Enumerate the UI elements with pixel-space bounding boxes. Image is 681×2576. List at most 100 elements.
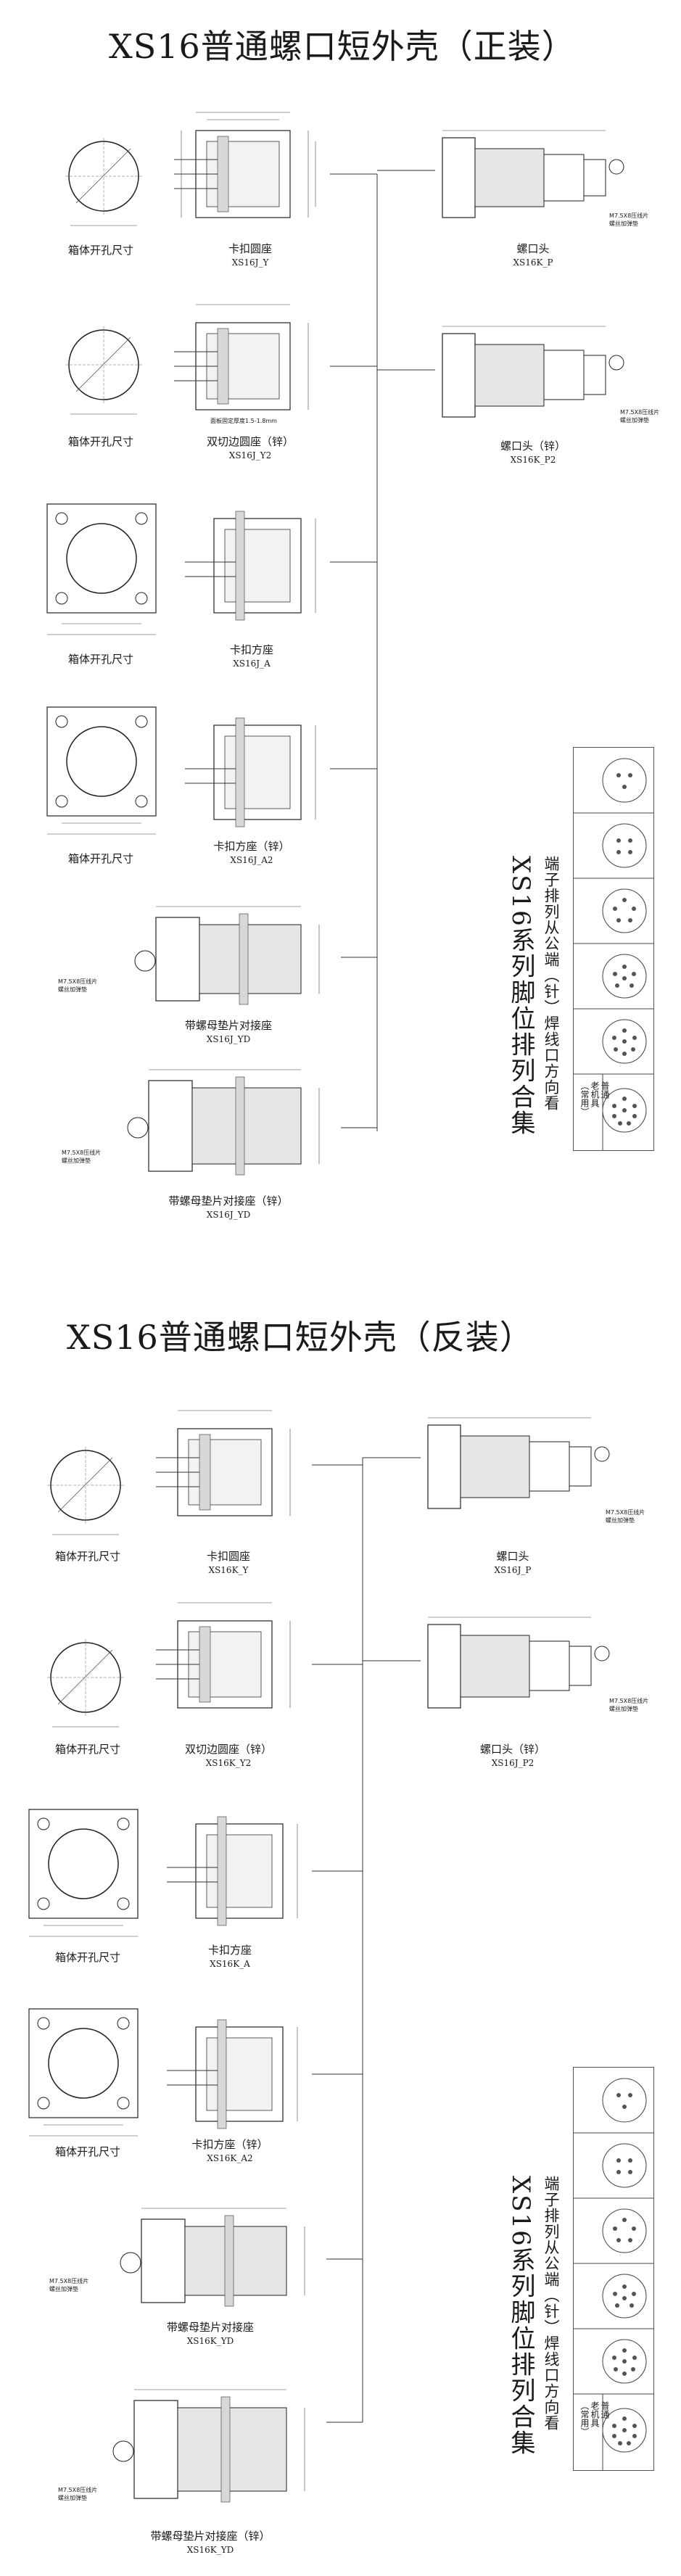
item-code: XS16J_A [233,659,271,669]
cutout-label: 箱体开孔尺寸 [67,852,133,865]
cutout-label: 箱体开孔尺寸 [67,435,133,448]
item-name: 带螺母垫片对接座（锌） [168,1194,289,1208]
item-caption: 带螺母垫片对接座（锌） XS16J_YD [167,1194,290,1222]
square-socket-drawing [167,1816,298,1926]
clamp-note: M7.5X8压线片 螺丝加弹垫 [606,1509,645,1524]
side-subtitle: 端子排列从公端（针）焊线口方向看 [542,856,560,1111]
item-caption: 卡扣方座 XS16J_A [190,643,313,671]
clamp-note: M7.5X8压线片 螺丝加弹垫 [49,2278,89,2292]
square-cutout-diagram [28,2008,139,2137]
plug-code: XS16K_P [513,257,553,268]
clamp-note: M7.5X8压线片 螺丝加弹垫 [609,212,649,227]
plug-code: XS16J_P [494,1565,532,1575]
plug-drawing [442,326,624,418]
item-caption: 带螺母垫片对接座（锌） XS16K_YD [149,2530,272,2557]
double-flat-socket-drawing [156,1602,291,1709]
plug-drawing [427,1617,610,1709]
section-title: XS16普通螺口短外壳（正装） [109,27,576,66]
pin-layout-icons [574,758,653,1150]
plug-drawing [427,1417,610,1509]
cutout-label: 箱体开孔尺寸 [54,1743,120,1756]
panel-cutout-diagram [47,1447,125,1535]
item-code: XS16J_A2 [230,855,273,865]
clamp-note: M7.5X8压线片 螺丝加弹垫 [58,2487,98,2501]
square-socket-drawing [167,2019,298,2129]
plug-name: 螺口头 [496,1550,529,1563]
item-caption: 卡扣方座（锌） XS16K_A2 [168,2138,292,2166]
item-code: XS16J_Y2 [228,450,272,461]
item-name: 卡扣圆座 [206,1550,250,1563]
item-name: 卡扣方座 [207,1944,252,1957]
connector-lines [330,170,435,1131]
side-title: XS16系列脚位排列合集 [506,856,535,1136]
connector-lines [312,1457,421,2423]
cutout-label: 箱体开孔尺寸 [67,653,133,666]
plug-name: 螺口头（锌） [479,1743,545,1756]
clamp-note: M7.5X8压线片 螺丝加弹垫 [58,978,98,993]
square-cutout-diagram [28,1809,139,1937]
clamp-note: M7.5X8压线片 螺丝加弹垫 [62,1149,102,1164]
pin-layout-strip: 普通 老机具 （常用） [573,747,654,1151]
item-name: 带螺母垫片对接座 [166,2321,254,2334]
plug-name: 螺口头 [516,242,550,255]
side-subtitle: 端子排列从公端（针）焊线口方向看 [542,2176,560,2431]
item-caption: 卡扣方座（锌） XS16J_A2 [190,840,313,867]
cutout-label: 箱体开孔尺寸 [54,1951,120,1964]
item-caption: 卡扣圆座 XS16K_Y [167,1550,290,1577]
plug-drawing [442,130,624,218]
clamp-note: M7.5X8压线片 螺丝加弹垫 [609,1698,649,1712]
pin-legend: 普通 老机具 （常用） [579,1081,610,1116]
plug-caption: 螺口头 XS16K_P [471,242,595,270]
plug-code: XS16K_P2 [510,455,556,465]
cutout-label: 箱体开孔尺寸 [54,2145,120,2158]
item-code: XS16J_YD [206,1210,251,1220]
item-code: XS16K_YD [186,2336,234,2346]
plug-code: XS16J_P2 [491,1758,535,1768]
square-socket-drawing [185,511,316,621]
pin-legend: 普通 老机具 （常用） [579,2401,610,2436]
section-title: XS16普通螺口短外壳（反装） [67,1318,534,1357]
cutout-label: 箱体开孔尺寸 [54,1550,120,1563]
square-cutout-diagram [46,706,157,835]
item-code: XS16K_Y2 [205,1758,252,1768]
nut-mount-socket-drawing [134,906,320,1005]
nut-mount-socket-drawing [120,2208,305,2307]
double-flat-socket-drawing [174,304,309,410]
panel-thickness-note: 面板固定厚度1.5-1.8mm [210,418,277,424]
item-caption: 双切边圆座（锌） XS16J_Y2 [189,435,312,463]
item-name: 带螺母垫片对接座 [184,1019,272,1032]
item-code: XS16K_A [210,1959,250,1969]
nut-mount-socket-drawing [127,1069,320,1176]
item-code: XS16K_YD [186,2545,234,2555]
item-code: XS16K_A2 [207,2153,253,2163]
nut-mount-socket-drawing [112,2389,305,2503]
panel-cutout-diagram [65,138,143,226]
plug-name: 螺口头（锌） [500,439,566,453]
item-name: 卡扣圆座 [228,242,272,255]
round-socket-drawing [156,1410,291,1516]
square-cutout-diagram [46,503,157,635]
plug-caption: 螺口头（锌） XS16J_P2 [451,1743,574,1770]
pin-layout-icons [574,2078,653,2470]
item-code: XS16K_Y [208,1565,249,1575]
item-caption: 卡扣圆座 XS16J_Y [189,242,312,270]
square-socket-drawing [185,717,316,827]
item-caption: 卡扣方座 XS16K_A [168,1944,292,1971]
item-code: XS16J_YD [206,1034,251,1044]
clamp-note: M7.5X8压线片 螺丝加弹垫 [620,409,660,424]
plug-caption: 螺口头 XS16J_P [451,1550,574,1577]
panel-cutout-diagram [65,326,143,415]
item-code: XS16J_Y [231,257,269,268]
side-title: XS16系列脚位排列合集 [506,2176,535,2456]
item-name: 双切边圆座（锌） [206,435,294,448]
round-socket-drawing [174,112,316,218]
item-caption: 带螺母垫片对接座 XS16K_YD [149,2321,272,2348]
item-name: 卡扣方座（锌） [213,840,290,853]
item-caption: 带螺母垫片对接座 XS16J_YD [167,1019,290,1046]
item-name: 卡扣方座 [229,643,273,656]
panel-cutout-diagram [47,1639,125,1727]
item-caption: 双切边圆座（锌） XS16K_Y2 [167,1743,290,1770]
item-name: 双切边圆座（锌） [184,1743,272,1756]
item-name: 卡扣方座（锌） [191,2138,268,2151]
item-name: 带螺母垫片对接座（锌） [150,2530,271,2543]
